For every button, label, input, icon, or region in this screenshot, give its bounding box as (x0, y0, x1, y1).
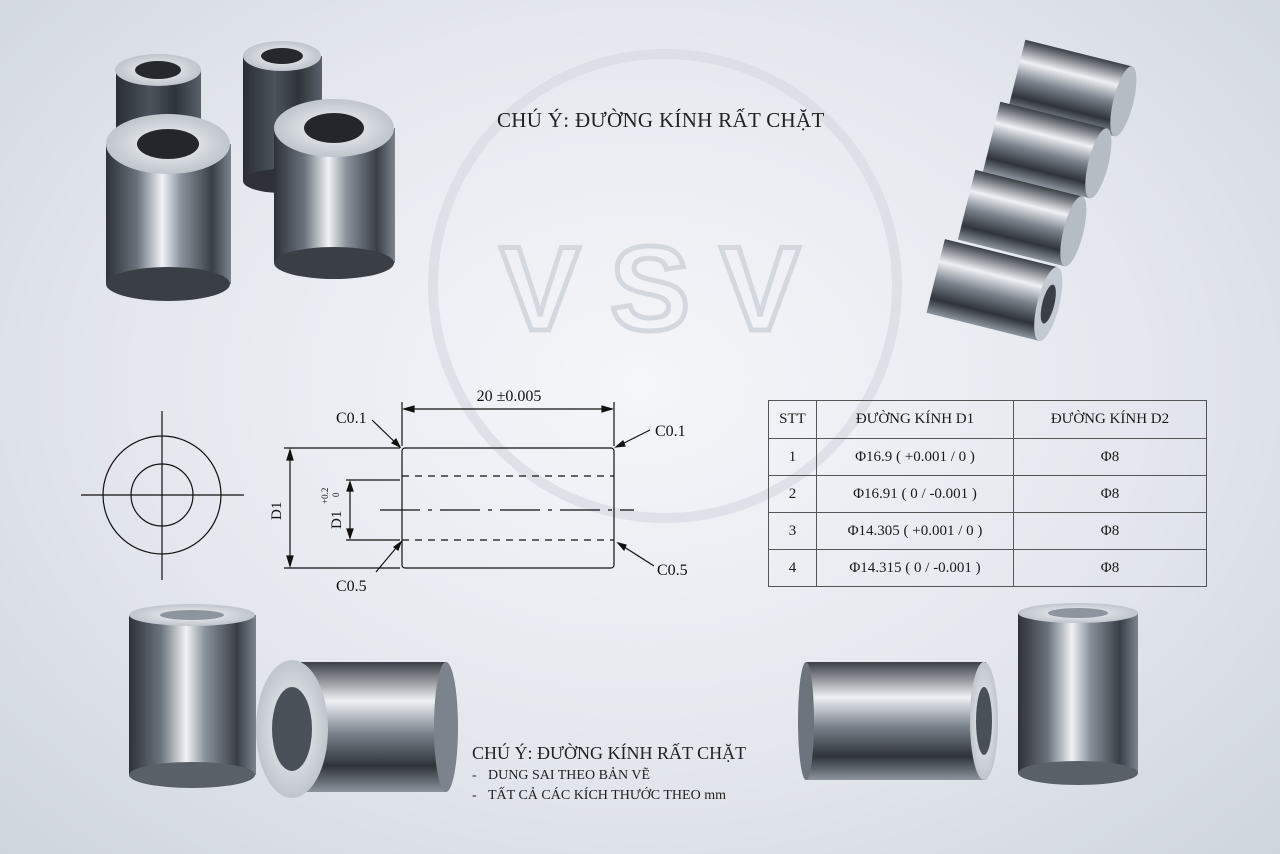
cell-d1: Φ14.305 ( +0.001 / 0 ) (816, 512, 1014, 550)
cell-d1: Φ16.9 ( +0.001 / 0 ) (816, 438, 1014, 476)
cell-d1: Φ16.91 ( 0 / -0.001 ) (816, 475, 1014, 513)
chamfer-top-left-label: C0.1 (336, 410, 367, 427)
note-bullet: - (472, 788, 477, 803)
cell-stt: 2 (768, 475, 817, 513)
chamfer-bottom-left-label: C0.5 (336, 578, 367, 595)
notes-block: CHÚ Ý: ĐƯỜNG KÍNH RẤT CHẶT -DUNG SAI THE… (472, 743, 746, 804)
cell-stt: 1 (768, 438, 817, 476)
length-dim-label: 20 ±0.005 (477, 388, 542, 405)
side-view (284, 402, 655, 573)
top-note: CHÚ Ý: ĐƯỜNG KÍNH RẤT CHẶT (497, 108, 825, 132)
bushing-group-bottom-left (129, 604, 458, 798)
notes-title: CHÚ Ý: ĐƯỜNG KÍNH RẤT CHẶT (472, 743, 747, 763)
cell-d2: Φ8 (1013, 438, 1207, 476)
inner-d1-label: D1 (329, 511, 345, 529)
cell-d2: Φ8 (1013, 475, 1207, 513)
note-item: -DUNG SAI THEO BẢN VẼ (472, 768, 746, 784)
table-row: 2 Φ16.91 ( 0 / -0.001 ) Φ8 (768, 475, 1207, 513)
note-item: -TẤT CẢ CÁC KÍCH THƯỚC THEO mm (472, 788, 746, 804)
cell-stt: 4 (768, 549, 817, 587)
cell-d2: Φ8 (1013, 512, 1207, 550)
header-stt: STT (768, 400, 817, 439)
outer-d1-label: D1 (269, 502, 285, 520)
table-row: 4 Φ14.315 ( 0 / -0.001 ) Φ8 (768, 549, 1207, 587)
note-text: TẤT CẢ CÁC KÍCH THƯỚC THEO mm (488, 788, 726, 803)
note-bullet: - (472, 768, 477, 783)
end-view (81, 411, 244, 580)
inner-tol-lower: 0 (331, 492, 341, 497)
header-d1: ĐƯỜNG KÍNH D1 (816, 400, 1014, 439)
table-row: 3 Φ14.305 ( +0.001 / 0 ) Φ8 (768, 512, 1207, 550)
inner-tol-upper: +0.2 (320, 488, 330, 504)
cell-stt: 3 (768, 512, 817, 550)
cell-d1: Φ14.315 ( 0 / -0.001 ) (816, 549, 1014, 587)
bushing-group-top-left (106, 41, 395, 301)
diameter-table: STT ĐƯỜNG KÍNH D1 ĐƯỜNG KÍNH D2 1 Φ16.9 … (768, 400, 1207, 587)
table-header-row: STT ĐƯỜNG KÍNH D1 ĐƯỜNG KÍNH D2 (768, 400, 1207, 439)
bushing-group-top-right (926, 39, 1137, 341)
header-d2: ĐƯỜNG KÍNH D2 (1013, 400, 1207, 439)
note-text: DUNG SAI THEO BẢN VẼ (488, 768, 651, 783)
chamfer-bottom-right-label: C0.5 (657, 562, 688, 579)
vsv-logo-text: VSV (500, 222, 830, 356)
cell-d2: Φ8 (1013, 549, 1207, 587)
bushing-group-bottom-right (798, 603, 1138, 785)
chamfer-top-right-label: C0.1 (655, 423, 686, 440)
table-row: 1 Φ16.9 ( +0.001 / 0 ) Φ8 (768, 438, 1207, 476)
